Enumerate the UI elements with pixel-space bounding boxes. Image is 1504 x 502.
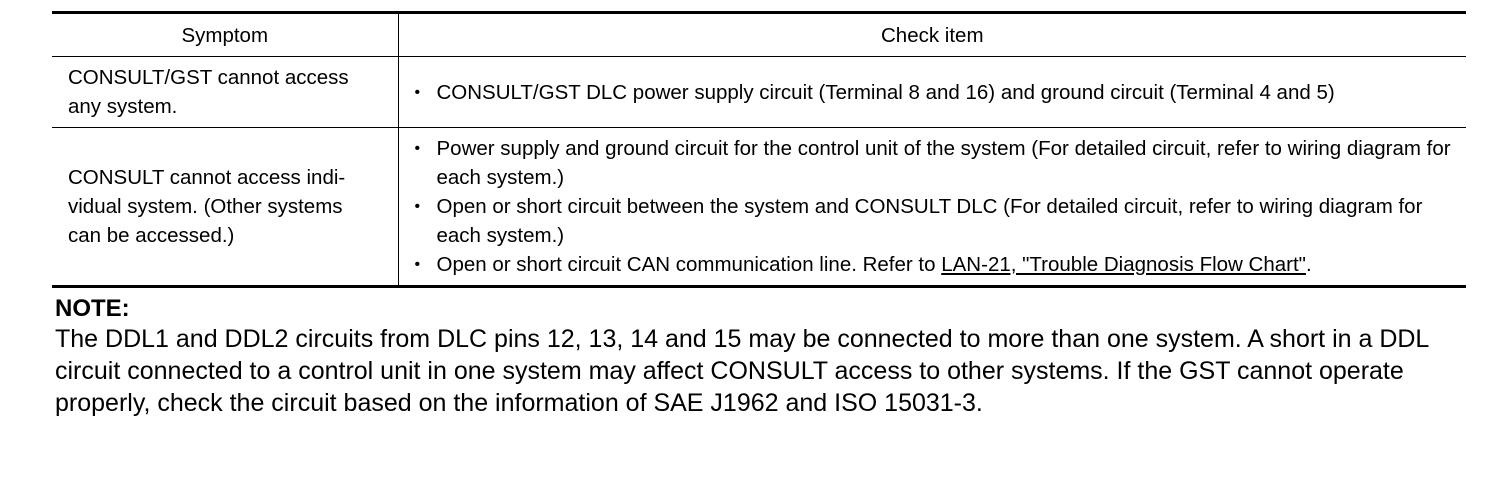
header-check-item: Check item <box>880 23 984 47</box>
symptom-line: vidual system. (Other systems <box>68 195 343 218</box>
check-item: • Open or short circuit CAN communicatio… <box>415 250 1459 279</box>
lan-21-reference-link[interactable]: LAN-21, "Trouble Diagnosis Flow Chart" <box>941 253 1306 276</box>
bullet-icon: • <box>414 256 421 273</box>
bullet-icon: • <box>414 198 421 215</box>
table-row: CONSULT/GST cannot access any system. • … <box>52 56 1466 128</box>
symptom-line: CONSULT/GST cannot access <box>68 66 349 89</box>
symptom-text: CONSULT/GST cannot access any system. <box>52 63 398 121</box>
check-item-text: CONSULT/GST DLC power supply circuit (Te… <box>436 80 1335 104</box>
symptom-line: CONSULT cannot access indi- <box>68 166 346 189</box>
bullet-icon: • <box>414 83 421 101</box>
note-title: NOTE: <box>55 295 130 322</box>
symptom-cell: CONSULT cannot access indi- vidual syste… <box>52 127 399 287</box>
check-item: • Power supply and ground circuit for th… <box>415 134 1459 192</box>
header-row: Symptom Check item <box>52 12 1466 57</box>
table-header: Symptom Check item <box>52 12 1466 57</box>
table-row: CONSULT cannot access indi- vidual syste… <box>52 127 1466 287</box>
check-item-text: Power supply and ground circuit for the … <box>436 137 1451 189</box>
symptom-check-table: Symptom Check item CONSULT/GST cannot ac… <box>52 11 1466 288</box>
check-item: • CONSULT/GST DLC power supply circuit (… <box>415 78 1459 107</box>
check-item-cell: • Power supply and ground circuit for th… <box>398 128 1466 287</box>
check-item-text: Open or short circuit between the system… <box>436 195 1423 247</box>
check-item-list: • CONSULT/GST DLC power supply circuit (… <box>399 78 1467 107</box>
symptom-line: any system. <box>68 95 178 118</box>
bullet-icon: • <box>414 140 421 157</box>
check-item: • Open or short circuit between the syst… <box>415 192 1459 250</box>
check-item-text-suffix: . <box>1305 253 1312 276</box>
note-body: The DDL1 and DDL2 circuits from DLC pins… <box>55 325 1429 417</box>
document-page: Symptom Check item CONSULT/GST cannot ac… <box>52 11 1466 419</box>
table-body: CONSULT/GST cannot access any system. • … <box>52 56 1466 287</box>
check-item-cell: • CONSULT/GST DLC power supply circuit (… <box>398 57 1466 128</box>
symptom-line: can be accessed.) <box>68 224 235 247</box>
check-item-list: • Power supply and ground circuit for th… <box>399 134 1467 279</box>
check-item-text-prefix: Open or short circuit CAN communication … <box>436 253 942 276</box>
symptom-text: CONSULT cannot access indi- vidual syste… <box>52 163 398 250</box>
symptom-cell: CONSULT/GST cannot access any system. <box>52 56 399 128</box>
header-symptom: Symptom <box>52 12 399 57</box>
